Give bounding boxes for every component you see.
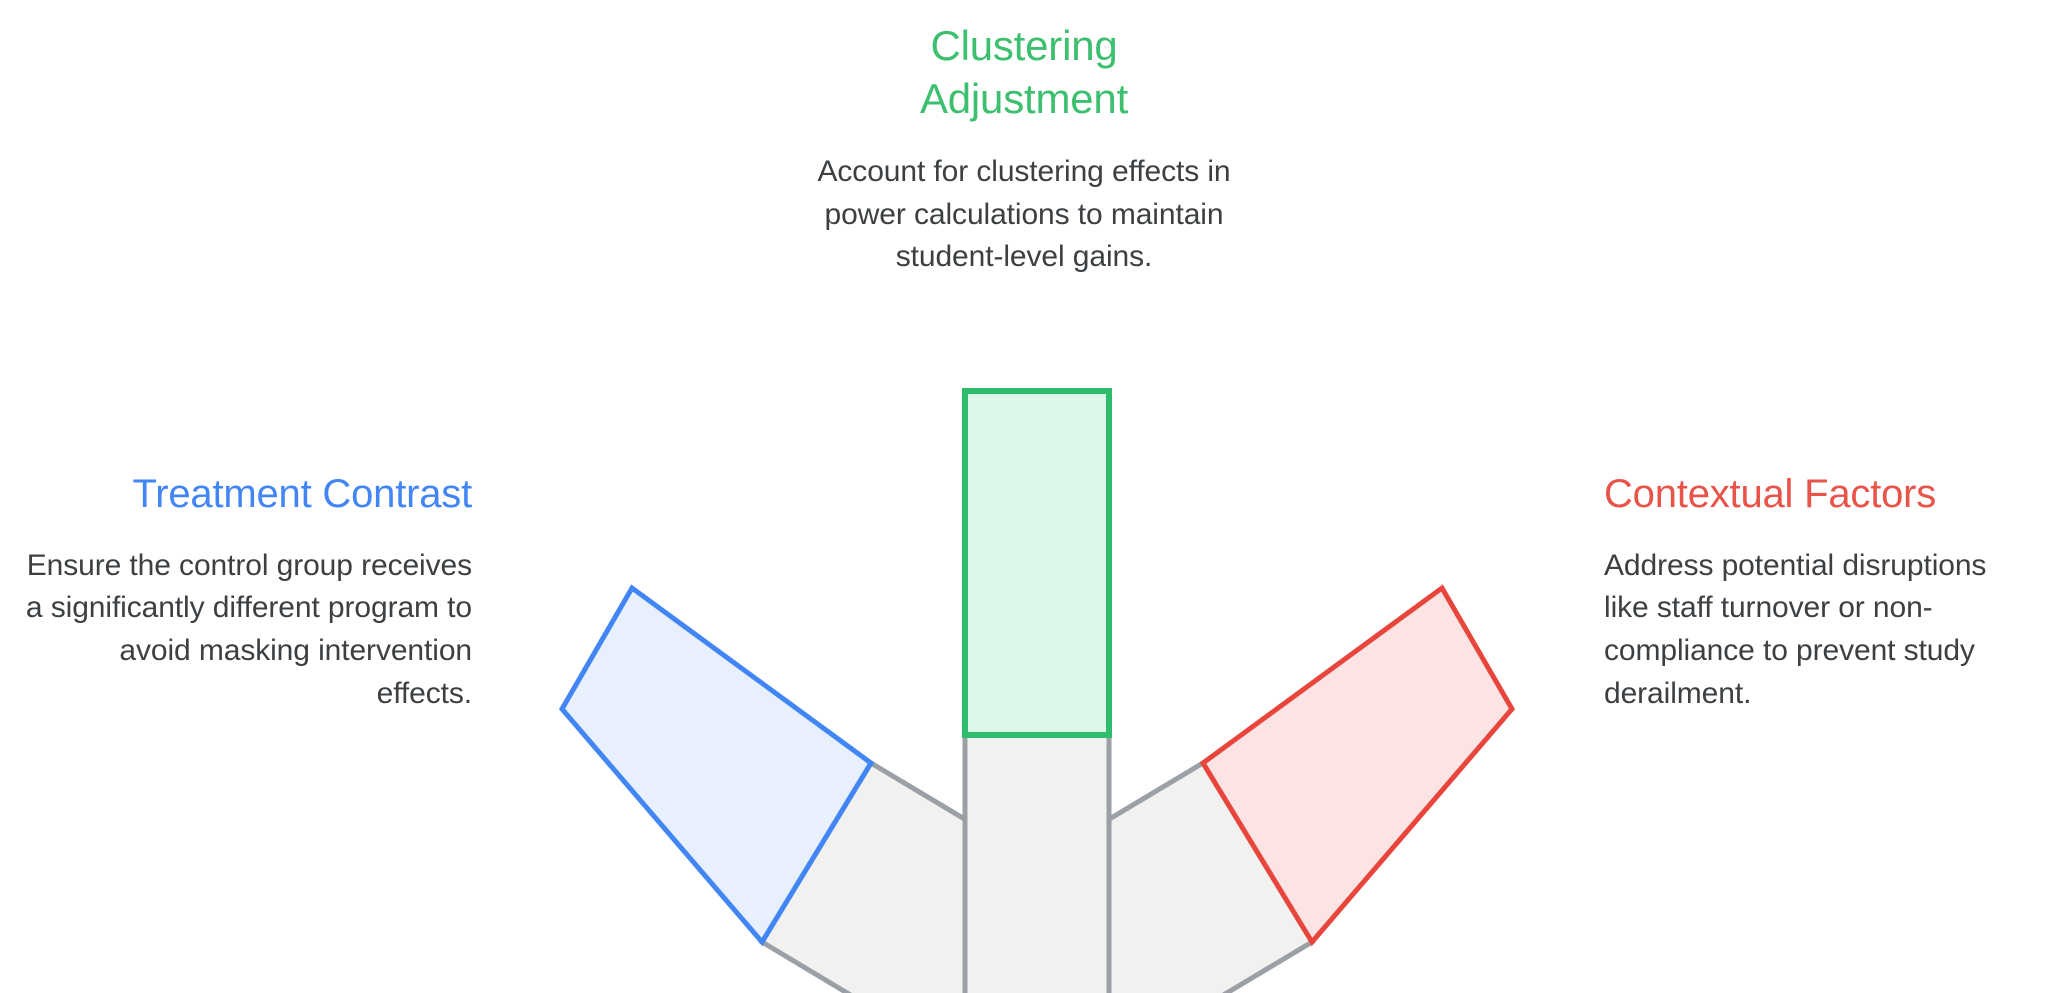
node-clustering-title-line-1: Clustering — [930, 22, 1118, 69]
node-contextual-title: Contextual Factors — [1604, 472, 1937, 516]
petal-treatment-outer-segment[interactable] — [558, 584, 875, 947]
petal-contextual-outer-segment[interactable] — [1199, 584, 1516, 947]
petal-clustering-outer-segment[interactable] — [962, 388, 1112, 738]
node-clustering-description: Account for clustering effects in power … — [817, 155, 1231, 274]
node-treatment-contrast: Treatment Contrast Ensure the control gr… — [24, 470, 472, 715]
petal-clustering-inner-segment — [962, 732, 1112, 993]
node-treatment-description: Ensure the control group receives a sign… — [25, 548, 472, 710]
petal-inner-segments — [758, 732, 1316, 993]
node-contextual-factors: Contextual Factors Address potential dis… — [1604, 470, 2024, 715]
node-contextual-description: Address potential disruptions like staff… — [1604, 548, 1987, 710]
petal-outer-segments — [558, 388, 1516, 947]
node-clustering-title-line-2: Adjustment — [919, 74, 1129, 122]
node-treatment-title: Treatment Contrast — [132, 472, 473, 516]
